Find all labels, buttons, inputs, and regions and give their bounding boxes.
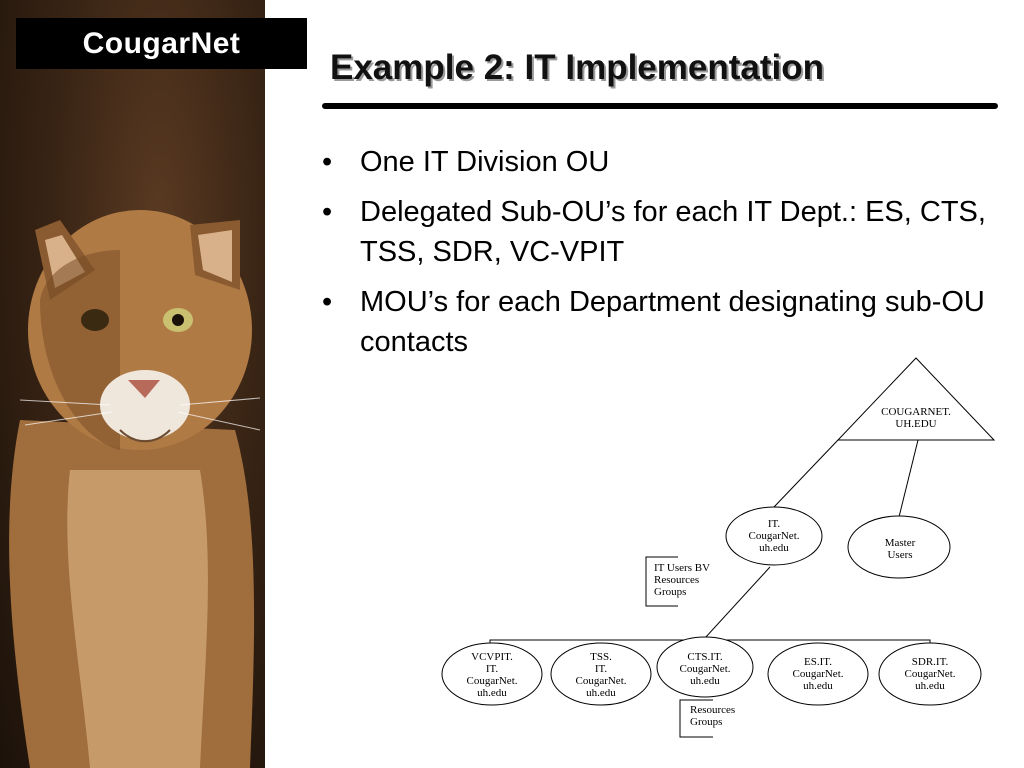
cts-note-label: Resources Groups <box>690 704 736 728</box>
bullet-text: Delegated Sub-OU’s for each IT Dept.: ES… <box>360 196 986 268</box>
slide-title: Example 2: IT Implementation <box>330 48 824 87</box>
root-to-master-line <box>898 439 919 518</box>
cougar-illustration <box>9 210 261 768</box>
logo-text: CougarNet <box>82 26 241 60</box>
bullet-text: One IT Division OU <box>360 146 610 178</box>
bullet-item: • Delegated Sub-OU’s for each IT Dept.: … <box>322 192 1012 272</box>
tss-label: TSS. IT. CougarNet. uh.edu <box>575 651 627 699</box>
bullet-list: • One IT Division OU • Delegated Sub-OU’… <box>322 142 1012 372</box>
bullet-text: MOU’s for each Department designating su… <box>360 286 985 358</box>
bullet-item: • MOU’s for each Department designating … <box>322 282 1012 362</box>
title-underline <box>322 103 998 109</box>
it-note-label: IT Users BV Resources Groups <box>654 562 711 598</box>
master-users-label: Master Users <box>884 537 916 561</box>
root-label: COUGARNET. UH.EDU <box>881 406 951 430</box>
bullet-icon: • <box>322 146 333 178</box>
cougar-photo <box>0 0 265 768</box>
it-to-children-line <box>704 566 771 639</box>
root-to-it-line <box>773 439 839 508</box>
sdr-label: SDR.IT. CougarNet. uh.edu <box>904 656 956 692</box>
bullet-icon: • <box>322 196 333 228</box>
es-label: ES.IT. CougarNet. uh.edu <box>792 656 844 692</box>
cts-label: CTS.IT. CougarNet. uh.edu <box>679 651 731 687</box>
it-node-label: IT. CougarNet. uh.edu <box>748 518 800 554</box>
bullet-icon: • <box>322 286 333 318</box>
cougarnet-logo: CougarNet <box>16 18 307 69</box>
children-bus-line <box>489 639 931 645</box>
vcvpit-label: VCVPIT. IT. CougarNet. uh.edu <box>466 651 518 699</box>
bullet-item: • One IT Division OU <box>322 142 1012 182</box>
